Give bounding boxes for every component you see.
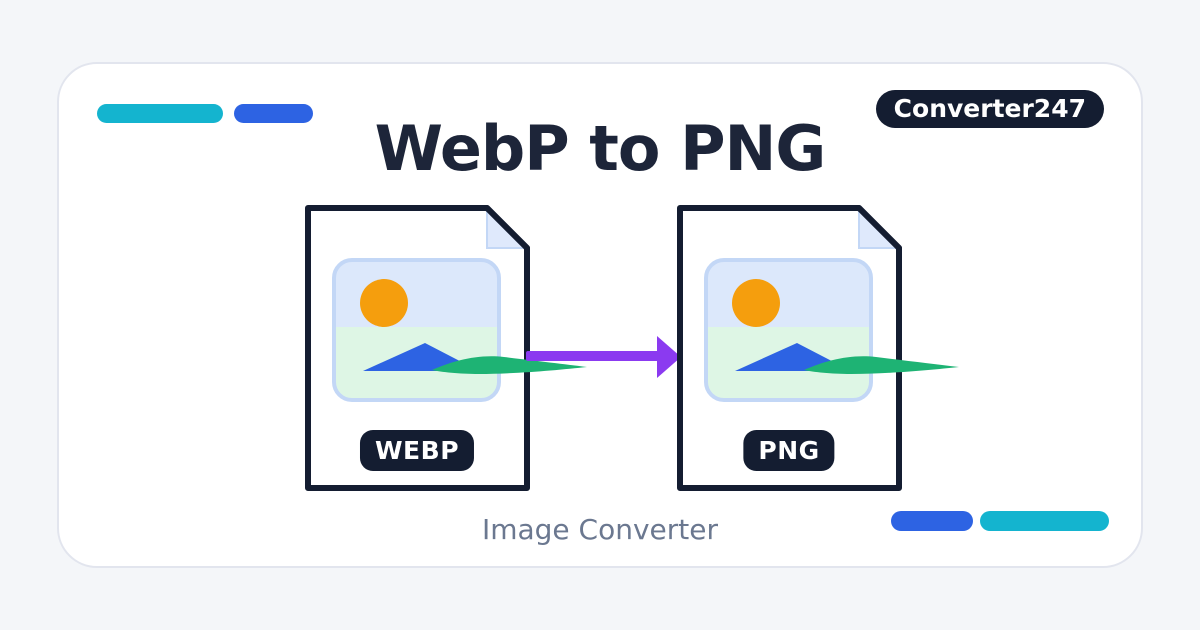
sun-icon [732,279,780,327]
page-title: WebP to PNG [374,112,827,185]
target-file-graphic [677,205,959,491]
brand-badge: Converter247 [875,90,1104,128]
thumbnail-border [332,258,501,402]
folded-corner-edge [856,205,902,251]
decor-pill-blue-bottom [891,511,973,531]
file-card-target: PNG [673,201,963,493]
image-thumbnail [332,258,501,402]
arrow-shaft [526,351,660,361]
thumbnail-sky [706,260,871,327]
source-file-graphic [305,205,587,491]
brand-badge-label: Converter247 [893,94,1086,123]
wave-icon [432,356,587,374]
format-label-source: WEBP [359,430,475,471]
format-label-target: PNG [743,430,835,471]
thumbnail-border [704,258,873,402]
folded-corner-edge [484,205,530,251]
sun-icon [360,279,408,327]
footer-caption: Image Converter [481,513,719,546]
file-card-source: WEBP [301,201,591,493]
image-thumbnail [704,258,873,402]
wave-icon [804,356,959,374]
decor-pill-cyan-top [97,104,223,123]
decor-pill-cyan-bottom [980,511,1109,531]
decor-pill-blue-top [234,104,313,123]
thumbnail-sky [334,260,499,327]
card: Converter247 WebP to PNG WEBP [57,62,1143,568]
